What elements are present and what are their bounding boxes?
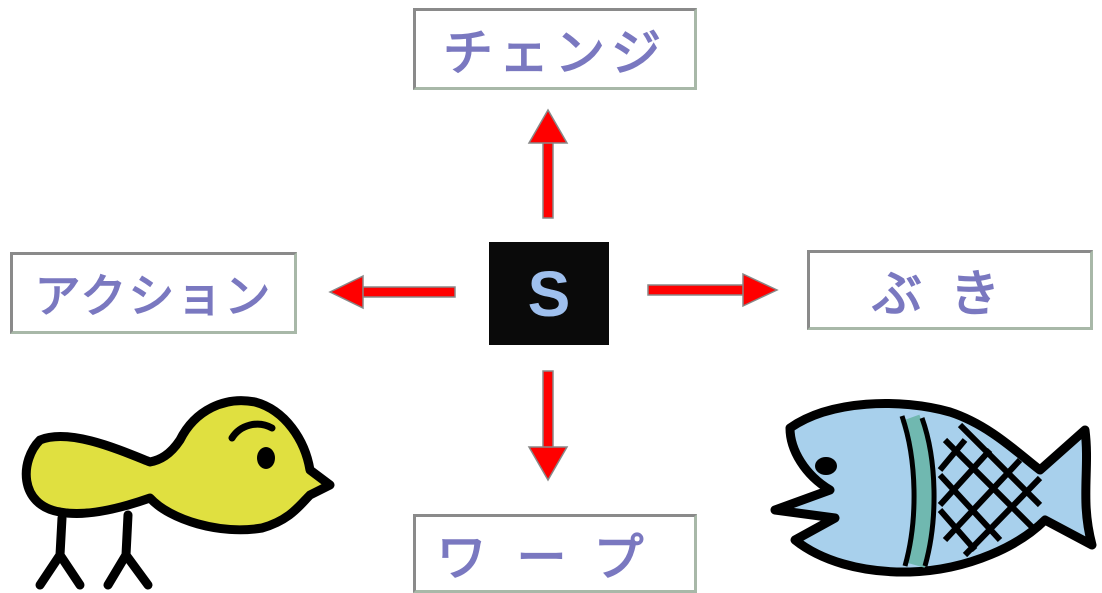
option-action-label: アクション [10,252,297,334]
arrow-right [647,272,779,308]
s-key: S [489,242,609,345]
arrow-down [527,370,569,482]
option-change-label: チェンジ [413,8,697,90]
arrow-left [328,274,456,310]
chick-icon [21,396,335,590]
option-weapon-label: ぶき [807,250,1093,330]
arrow-up [527,108,569,219]
fish-icon [770,399,1097,577]
option-warp-label: ワープ [413,514,697,593]
